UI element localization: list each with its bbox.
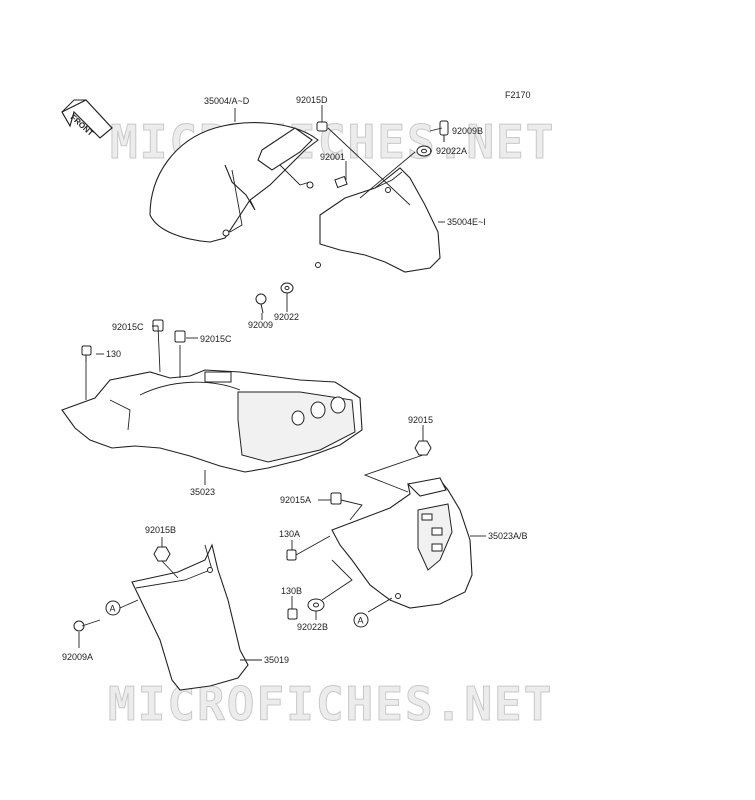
bolt-92009A-icon [73,619,101,632]
watermark-bottom: MICROFICHES.NET [108,677,553,731]
callout-92015: 92015 [408,415,433,425]
front-arrow-icon: FRONT [61,99,113,139]
callout-92015C-right: 92015C [200,334,232,344]
svg-text:A: A [358,616,364,626]
callout-35019: 35019 [264,655,289,665]
callout-92015C-left: 92015C [112,322,144,332]
callout-35023: 35023 [190,487,215,497]
callout-92022: 92022 [274,312,299,322]
reference-a-right: A [353,612,369,628]
callout-92009B: 92009B [452,126,483,136]
bolt-130-icon [81,345,92,362]
front-fender-part [149,122,319,243]
clip-92015D-icon [316,121,328,132]
mud-flap-part [131,543,249,691]
callout-130A: 130A [279,529,300,539]
front-inner-fender-part [315,167,441,273]
clip-92015C-right-icon [174,330,186,343]
callout-92001: 92001 [320,152,345,162]
bolt-92001-icon [334,175,348,189]
callout-35004E: 35004E~I [447,217,486,227]
callout-130: 130 [106,349,121,359]
washer-92022A-icon [416,145,432,157]
callout-35023AB: 35023A/B [488,531,528,541]
callout-92015B: 92015B [145,525,176,535]
bolt-92009B-icon [439,120,449,142]
nut-92015B-icon [153,546,171,562]
bolt-130A-icon [286,535,331,561]
callout-92015A: 92015A [280,495,311,505]
washer-92022-icon [280,282,294,294]
callout-130B: 130B [281,586,302,596]
washer-92022B-icon [307,598,325,612]
callout-92009A: 92009A [62,652,93,662]
reference-a-left: A [105,600,121,616]
figure-code: F2170 [505,90,531,100]
callout-92015D: 92015D [296,95,328,105]
rear-inner-fender-part [61,369,363,473]
callout-35004: 35004/A~D [204,96,250,106]
callout-92022A: 92022A [436,146,467,156]
svg-text:A: A [110,604,116,614]
bolt-92009-icon [255,293,267,314]
callout-92022B: 92022B [297,622,328,632]
rear-fender-part [331,477,473,609]
nut-92015-icon [414,440,432,456]
clip-92015A-icon [330,492,342,505]
bolt-130B-icon [287,608,298,620]
callout-92009: 92009 [248,320,273,330]
